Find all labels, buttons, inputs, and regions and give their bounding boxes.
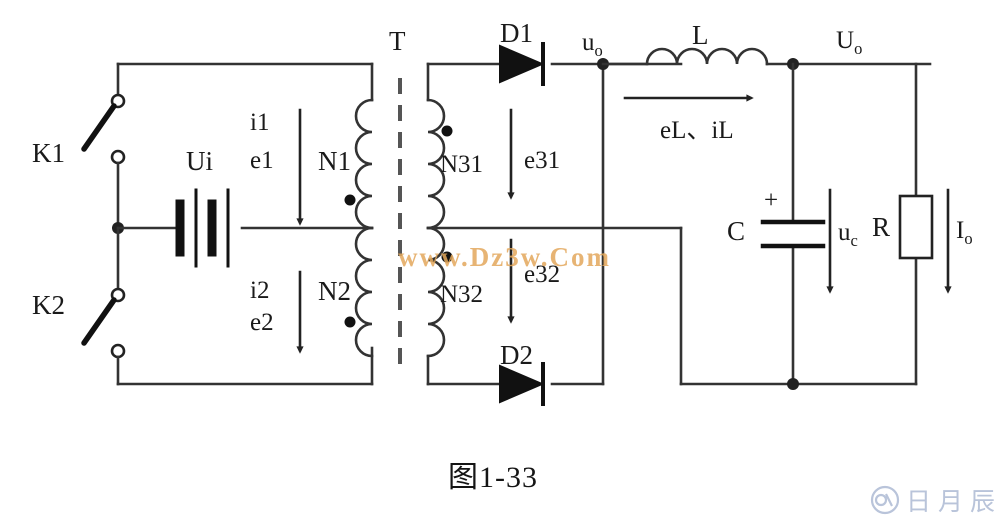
switch-k1[interactable] — [81, 93, 126, 165]
resistor-r — [898, 194, 934, 260]
polarity-dot-n31 — [441, 125, 453, 137]
label-switch-k1: K1 — [32, 138, 65, 168]
brand-logo: 日月辰 — [870, 482, 1001, 518]
label-transformer-t: T — [389, 26, 406, 56]
label-emf-e31: e31 — [524, 147, 561, 174]
wire-n32-to-d2 — [426, 354, 605, 386]
winding-n31 — [426, 98, 446, 230]
circle-logo-icon — [870, 485, 900, 515]
inductor-l — [601, 47, 795, 66]
label-capacitor-c: C — [727, 216, 746, 246]
wire-n31-to-d1 — [426, 62, 683, 102]
label-winding-n2: N2 — [318, 276, 351, 306]
label-inductor-l: L — [692, 20, 709, 50]
label-output-voltage: Uo — [836, 27, 863, 58]
polarity-dot-n32 — [441, 251, 453, 263]
brand-label: 日月辰 — [906, 489, 1001, 516]
wire-top-primary — [116, 62, 374, 102]
label-winding-n31: N31 — [440, 151, 484, 178]
winding-n2 — [354, 226, 374, 358]
diode-d2 — [499, 362, 545, 406]
polarity-dot-n2 — [344, 316, 356, 328]
label-current-i1: i1 — [250, 109, 270, 136]
label-capacitor-voltage: uc — [838, 219, 858, 250]
label-current-i2: i2 — [250, 277, 270, 304]
figure-caption: 图1-33 — [448, 461, 538, 494]
label-el-il: eL、iL — [660, 117, 734, 144]
label-source-ui: Ui — [186, 146, 213, 176]
wire-bottom-primary — [116, 346, 374, 386]
label-emf-e32: e32 — [524, 261, 561, 288]
battery-ui — [175, 188, 230, 268]
label-emf-e1: e1 — [250, 147, 274, 174]
label-capacitor-polarity: + — [764, 187, 779, 214]
winding-n32 — [426, 226, 446, 358]
label-diode-d2: D2 — [500, 340, 533, 370]
label-winding-n1: N1 — [318, 146, 351, 176]
label-emf-e2: e2 — [250, 309, 274, 336]
polarity-dot-n1 — [344, 194, 356, 206]
capacitor-c — [760, 219, 826, 249]
label-output-current: Io — [956, 217, 973, 248]
label-winding-n32: N32 — [440, 281, 484, 308]
label-diode-d1: D1 — [500, 18, 533, 48]
label-node-uo: uo — [582, 29, 603, 60]
junction-dot-output-bottom — [787, 378, 799, 390]
label-switch-k2: K2 — [32, 290, 65, 320]
wire-center-tap-return — [426, 226, 683, 386]
switch-k2[interactable] — [81, 287, 126, 359]
label-resistor-r: R — [872, 212, 891, 242]
winding-n1 — [354, 98, 374, 230]
diode-d1 — [499, 42, 545, 86]
